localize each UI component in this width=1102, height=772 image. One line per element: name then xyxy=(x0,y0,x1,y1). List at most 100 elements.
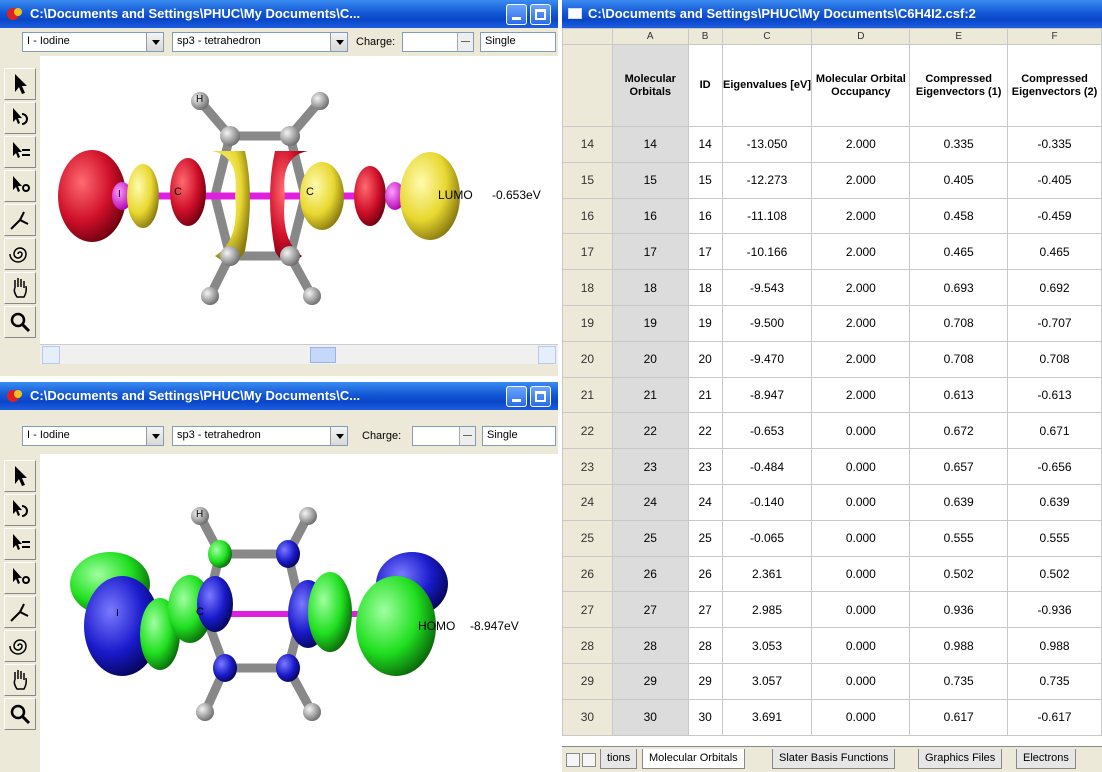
table-cell[interactable]: -0.140 xyxy=(721,483,813,521)
row-number[interactable]: 25 xyxy=(562,519,613,557)
table-cell[interactable]: -9.543 xyxy=(721,269,813,306)
table-cell[interactable]: 15 xyxy=(611,161,689,199)
table-cell[interactable]: 14 xyxy=(611,126,689,163)
bottom-hybrid-combo[interactable]: sp3 - tetrahedron xyxy=(172,426,348,446)
column-letter[interactable]: D xyxy=(811,28,911,45)
spinner-icon[interactable] xyxy=(457,33,473,51)
chevron-down-icon[interactable] xyxy=(146,427,163,445)
tab-graphics-files[interactable]: Graphics Files xyxy=(918,749,1003,769)
table-cell[interactable]: 20 xyxy=(687,340,723,378)
table-cell[interactable]: 0.465 xyxy=(1007,233,1102,271)
table-cell[interactable]: 27 xyxy=(611,591,689,629)
bottom-window-titlebar[interactable]: C:\Documents and Settings\PHUC\My Docume… xyxy=(0,382,558,410)
top-maximize-button[interactable] xyxy=(530,4,551,25)
row-number[interactable]: 21 xyxy=(562,376,613,414)
table-cell[interactable]: 0.708 xyxy=(909,304,1009,342)
table-cell[interactable]: 0.708 xyxy=(1007,340,1102,378)
table-cell[interactable]: 0.639 xyxy=(1007,483,1102,521)
table-cell[interactable]: 0.458 xyxy=(909,197,1009,235)
table-cell[interactable]: 0.657 xyxy=(909,448,1009,485)
table-cell[interactable]: 17 xyxy=(687,233,723,271)
table-cell[interactable]: 0.555 xyxy=(1007,519,1102,557)
row-number[interactable] xyxy=(562,44,613,127)
table-cell[interactable]: 25 xyxy=(611,519,689,557)
column-header[interactable]: Molecular Orbital Occupancy xyxy=(811,44,911,127)
tab-molecular-orbitals[interactable]: Molecular Orbitals xyxy=(642,749,745,769)
table-cell[interactable]: -0.065 xyxy=(721,519,813,557)
chevron-down-icon[interactable] xyxy=(330,427,347,445)
table-cell[interactable]: 3.057 xyxy=(721,662,813,700)
table-cell[interactable]: 0.502 xyxy=(909,555,1009,593)
table-cell[interactable]: 30 xyxy=(611,698,689,736)
table-cell[interactable]: -0.936 xyxy=(1007,591,1102,629)
rotate-tool-button[interactable] xyxy=(4,494,36,526)
top-hybrid-combo[interactable]: sp3 - tetrahedron xyxy=(172,32,348,52)
table-cell[interactable]: 0.000 xyxy=(811,519,911,557)
table-cell[interactable]: 14 xyxy=(687,126,723,163)
table-cell[interactable]: -11.108 xyxy=(721,197,813,235)
table-cell[interactable]: -12.273 xyxy=(721,161,813,199)
bottom-maximize-button[interactable] xyxy=(530,386,551,407)
column-letter[interactable]: E xyxy=(909,28,1009,45)
row-number[interactable]: 29 xyxy=(562,662,613,700)
table-cell[interactable]: 0.988 xyxy=(909,627,1009,664)
table-cell[interactable]: -0.335 xyxy=(1007,126,1102,163)
table-cell[interactable]: 24 xyxy=(687,483,723,521)
table-cell[interactable]: 26 xyxy=(687,555,723,593)
column-letter[interactable]: F xyxy=(1007,28,1102,45)
row-number[interactable]: 24 xyxy=(562,483,613,521)
top-charge-spinner[interactable] xyxy=(402,32,474,52)
top-multiplicity-field[interactable]: Single xyxy=(480,32,556,52)
column-letter[interactable]: A xyxy=(611,28,689,45)
row-number[interactable]: 16 xyxy=(562,197,613,235)
table-cell[interactable]: 3.691 xyxy=(721,698,813,736)
table-cell[interactable]: 0.000 xyxy=(811,627,911,664)
hand-tool-button[interactable] xyxy=(4,664,36,696)
table-cell[interactable]: 2.000 xyxy=(811,161,911,199)
table-cell[interactable]: 2.985 xyxy=(721,591,813,629)
table-cell[interactable]: 16 xyxy=(611,197,689,235)
sheet-titlebar[interactable]: C:\Documents and Settings\PHUC\My Docume… xyxy=(562,0,1102,28)
rotate-tool-button[interactable] xyxy=(4,102,36,134)
row-number[interactable]: 15 xyxy=(562,161,613,199)
column-header[interactable]: Compressed Eigenvectors (1) xyxy=(909,44,1009,127)
row-number[interactable]: 18 xyxy=(562,269,613,306)
table-cell[interactable]: -0.707 xyxy=(1007,304,1102,342)
chevron-down-icon[interactable] xyxy=(330,33,347,51)
column-letter[interactable]: C xyxy=(721,28,813,45)
row-number[interactable]: 20 xyxy=(562,340,613,378)
translate-tool-button[interactable] xyxy=(4,528,36,560)
scroll-right-icon[interactable] xyxy=(538,346,556,364)
bottom-charge-spinner[interactable] xyxy=(412,426,476,446)
table-cell[interactable]: 0.405 xyxy=(909,161,1009,199)
table-cell[interactable]: 21 xyxy=(611,376,689,414)
table-corner[interactable] xyxy=(562,28,613,45)
table-cell[interactable]: 0.000 xyxy=(811,555,911,593)
table-cell[interactable]: 0.000 xyxy=(811,591,911,629)
table-cell[interactable]: 30 xyxy=(687,698,723,736)
table-cell[interactable]: -0.613 xyxy=(1007,376,1102,414)
tab-scroll-right-icon[interactable] xyxy=(582,753,596,767)
spinner-icon[interactable] xyxy=(459,427,475,445)
table-cell[interactable]: -9.500 xyxy=(721,304,813,342)
table-cell[interactable]: 20 xyxy=(611,340,689,378)
row-number[interactable]: 14 xyxy=(562,126,613,163)
table-cell[interactable]: 0.708 xyxy=(909,340,1009,378)
table-cell[interactable]: 0.693 xyxy=(909,269,1009,306)
scroll-thumb[interactable] xyxy=(310,347,336,363)
table-cell[interactable]: 26 xyxy=(611,555,689,593)
zoom-cursor-tool-button[interactable] xyxy=(4,562,36,594)
table-cell[interactable]: 2.000 xyxy=(811,126,911,163)
table-cell[interactable]: 19 xyxy=(687,304,723,342)
table-cell[interactable]: 2.000 xyxy=(811,340,911,378)
column-header[interactable]: Molecular Orbitals xyxy=(611,44,689,127)
table-cell[interactable]: 0.465 xyxy=(909,233,1009,271)
table-cell[interactable]: 28 xyxy=(611,627,689,664)
table-cell[interactable]: -9.470 xyxy=(721,340,813,378)
table-cell[interactable]: 24 xyxy=(611,483,689,521)
table-cell[interactable]: 0.613 xyxy=(909,376,1009,414)
bottom-minimize-button[interactable] xyxy=(506,386,527,407)
table-cell[interactable]: 2.000 xyxy=(811,304,911,342)
table-cell[interactable]: 2.000 xyxy=(811,269,911,306)
row-number[interactable]: 27 xyxy=(562,591,613,629)
